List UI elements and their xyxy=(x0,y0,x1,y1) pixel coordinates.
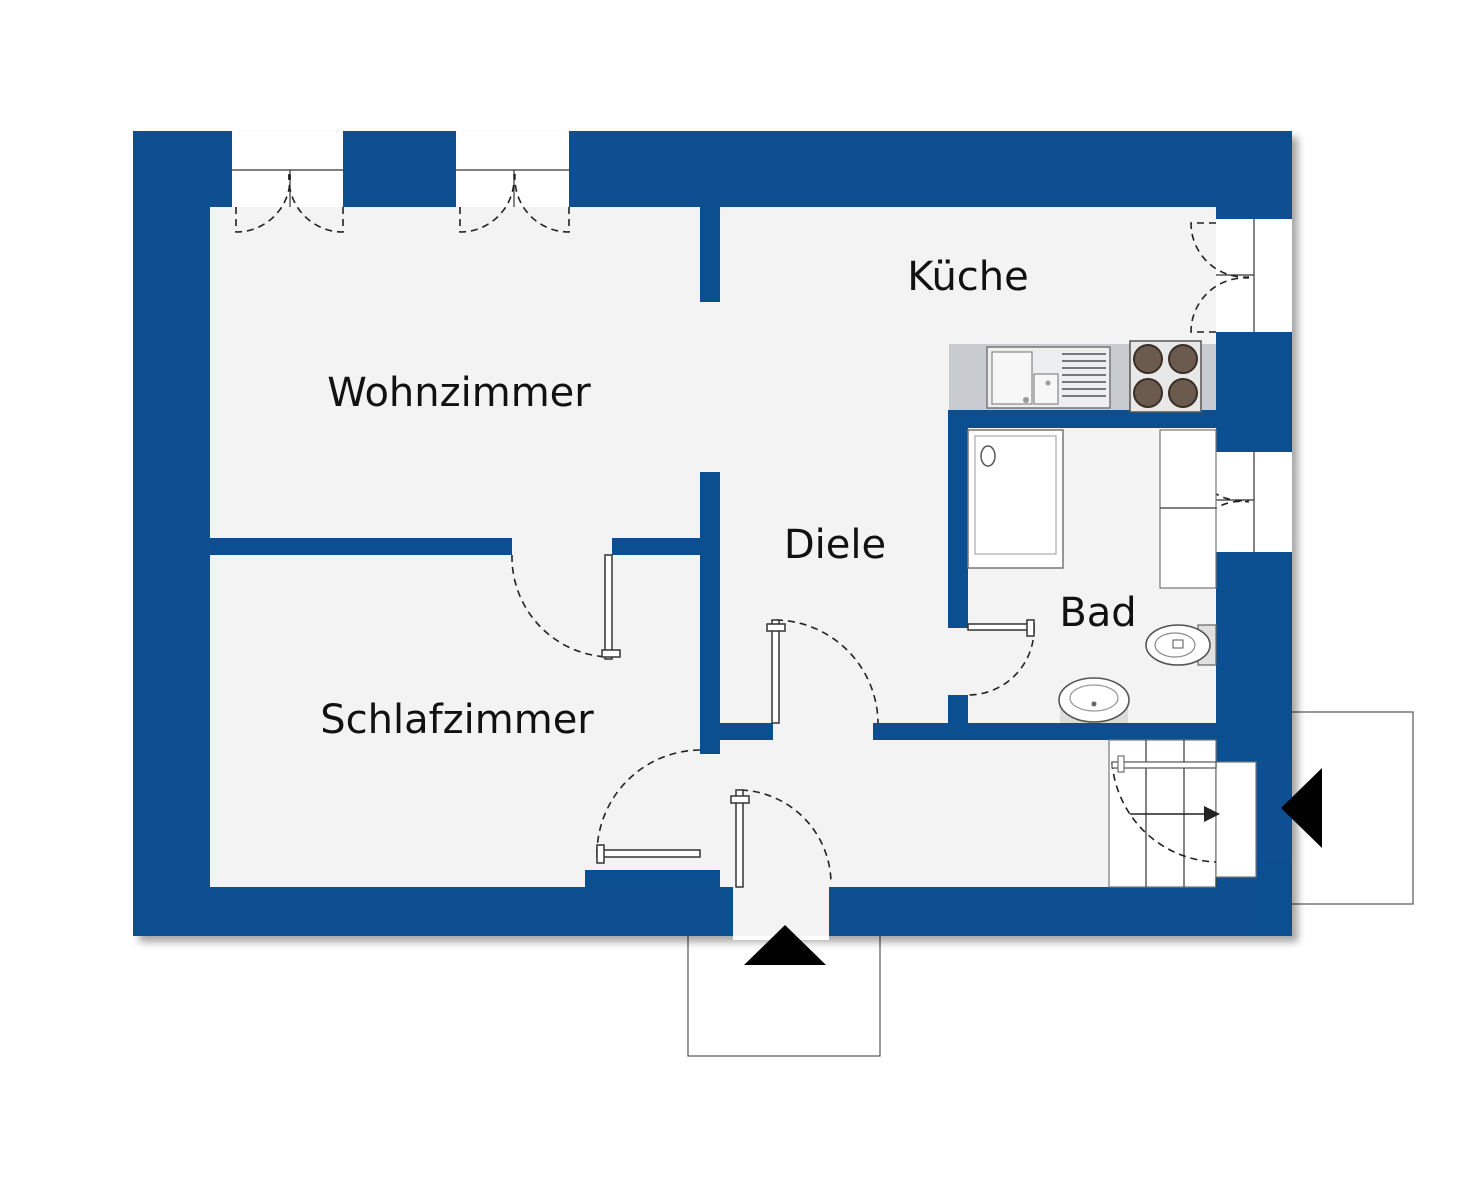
door-bathroom xyxy=(967,619,1035,696)
room-label-bad: Bad xyxy=(1059,590,1136,636)
bath-cabinet xyxy=(1159,429,1217,589)
kitchen-counter xyxy=(949,340,1216,413)
stove-icon xyxy=(1129,340,1202,413)
entrance-arrow-left-icon xyxy=(1281,768,1322,848)
stairs-icon xyxy=(1108,739,1257,888)
toilet-icon xyxy=(1145,624,1217,666)
room-label-wohnzimmer: Wohnzimmer xyxy=(327,370,591,416)
door-bedroom-living xyxy=(511,554,621,660)
room-label-diele: Diele xyxy=(784,522,886,568)
shower-tray-icon xyxy=(967,429,1064,569)
door-hall-corridor xyxy=(766,619,879,724)
entrance-arrow-up-icon xyxy=(744,925,826,965)
room-label-schlafzimmer: Schlafzimmer xyxy=(320,697,594,743)
window-kitchen xyxy=(1190,219,1292,333)
window-top-right xyxy=(456,131,570,233)
kitchen-sink-icon xyxy=(986,346,1111,409)
room-label-kueche: Küche xyxy=(907,254,1029,300)
interior-walls xyxy=(210,207,1292,936)
washbasin-icon xyxy=(1058,677,1130,723)
door-front xyxy=(730,789,832,888)
window-top-left xyxy=(232,131,344,233)
door-hall-bedroom xyxy=(596,749,701,864)
